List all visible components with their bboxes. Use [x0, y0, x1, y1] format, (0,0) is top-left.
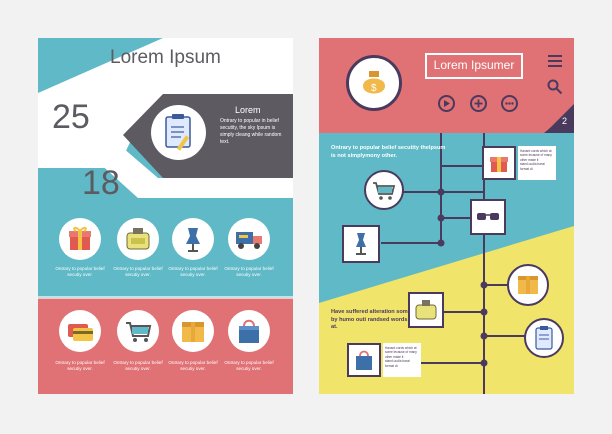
- shopping-cart-icon: [126, 322, 152, 342]
- bottom-text: Have suffered alteration someform by hum…: [331, 309, 425, 330]
- clipboard-icon: [165, 114, 191, 151]
- cardboard-box-icon: [182, 322, 204, 342]
- clipboard-icon-circle: [151, 105, 206, 160]
- top-text: Ontrary to popular belief secutity thelp…: [331, 145, 446, 159]
- delivery-truck-icon: [236, 232, 262, 249]
- row1-caption-1: Ontrary to popular belief secutiy over.: [55, 266, 105, 277]
- box-icon-circle: [507, 264, 549, 306]
- row2-caption-4: Ontrary to popular belief secutiy over.: [224, 360, 274, 371]
- hamburger-menu-icon[interactable]: [548, 55, 562, 67]
- shopping-bag-icon: [239, 319, 259, 343]
- row1-caption-2: Ontrary to popular belief secutiy over.: [113, 266, 163, 277]
- page-number: 2: [562, 116, 568, 126]
- right-page: $ Lorem Ipsumer 2 Ontrary to popular bel…: [319, 38, 574, 394]
- gift-icon: [69, 226, 91, 250]
- row1-caption-3: Ontrary to popular belief secutiy over.: [168, 266, 218, 277]
- right-page-title: Lorem Ipsumer: [433, 58, 515, 72]
- dress-form-icon: [356, 233, 366, 255]
- gift-icon: [490, 157, 508, 172]
- perfume-bottle-icon: [415, 300, 437, 320]
- delivery-truck-icon-circle: [228, 218, 270, 260]
- note-top-box: [518, 146, 556, 180]
- money-bag-icon: $: [363, 71, 385, 94]
- right-page-title-box: [425, 53, 523, 79]
- shopping-bag-icon-square: [347, 343, 381, 377]
- note-bottom-box: [383, 343, 421, 377]
- shopping-bag-icon: [356, 350, 372, 370]
- cart-icon-circle: [364, 170, 404, 210]
- credit-card-icon-circle: [59, 310, 101, 352]
- shopping-cart-icon: [373, 182, 396, 200]
- dress-form-icon-square: [342, 225, 380, 263]
- sunglasses-icon-square: [470, 199, 506, 235]
- perfume-bottle-icon: [126, 228, 150, 250]
- shopping-bag-icon-circle: [228, 310, 270, 352]
- gift-icon-square: [482, 146, 516, 180]
- cardboard-box-icon: [518, 276, 538, 294]
- row2-caption-2: Ontrary to popular belief secutiy over.: [113, 360, 163, 371]
- stat-number-bottom: 18: [82, 164, 120, 202]
- sunglasses-icon: [477, 213, 499, 220]
- clipboard-icon-circle: [524, 318, 564, 358]
- credit-card-icon: [68, 324, 93, 341]
- play-icon[interactable]: [438, 95, 455, 112]
- row2-caption-1: Ontrary to popular belief secutiy over.: [55, 360, 105, 371]
- panel-text: Ontrary to popular in belief secutity, t…: [220, 118, 282, 145]
- gift-icon-circle: [59, 218, 101, 260]
- dress-form-icon: [186, 228, 200, 252]
- clipboard-icon: [535, 326, 553, 350]
- panel-heading: Lorem: [235, 105, 261, 115]
- left-page: Lorem Ipsum 25 18 Lorem Ontrary to popul…: [38, 38, 293, 394]
- more-icon[interactable]: [501, 95, 518, 112]
- money-bag-icon-circle: $: [346, 55, 402, 111]
- stat-number-top: 25: [52, 98, 90, 136]
- left-page-title: Lorem Ipsum: [110, 47, 221, 68]
- svg-text:$: $: [371, 83, 377, 94]
- dress-form-icon-circle: [172, 218, 214, 260]
- perfume-bottle-icon-circle: [117, 218, 159, 260]
- perfume-bottle-icon-square: [408, 292, 444, 328]
- note-bottom: Havard cords which at some lecause of ma…: [385, 346, 417, 368]
- cardboard-box-icon-circle: [172, 310, 214, 352]
- plus-icon[interactable]: [470, 95, 487, 112]
- row1-caption-4: Ontrary to popular belief secutiy over.: [224, 266, 274, 277]
- search-icon[interactable]: [547, 79, 563, 95]
- note-top: Havard cords which at some lecause of ma…: [520, 149, 552, 171]
- row2-caption-3: Ontrary to popular belief secutiy over.: [168, 360, 218, 371]
- shopping-cart-icon-circle: [117, 310, 159, 352]
